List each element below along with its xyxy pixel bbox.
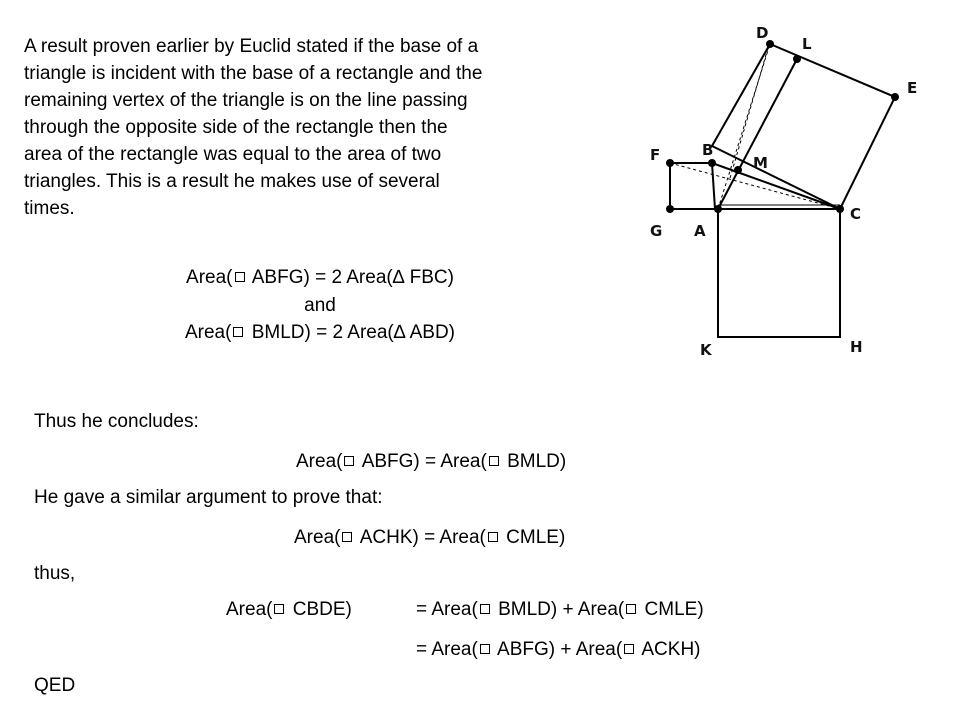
- conclusion-equation-4: = Area( ABFG) + Area( ACKH): [416, 639, 701, 660]
- intro-line: times.: [24, 198, 75, 219]
- vertex-a: [714, 205, 722, 213]
- square-symbol-icon: [344, 456, 355, 466]
- conclusion-equation-3-lhs: Area( CBDE): [226, 599, 352, 620]
- dashed-fc: [669, 162, 841, 210]
- line-bc: [711, 162, 841, 210]
- vertex-f: [666, 159, 674, 167]
- square-symbol-icon: [479, 644, 490, 654]
- vertex-c: [836, 205, 844, 213]
- square-symbol-icon: [274, 604, 285, 614]
- vertex-d: [766, 40, 774, 48]
- square-symbol-icon: [488, 456, 499, 466]
- label-f: F: [650, 146, 660, 164]
- intro-line: through the opposite side of the rectang…: [24, 117, 448, 138]
- dashed-ad: [717, 43, 771, 210]
- thus-label: thus,: [34, 563, 76, 584]
- label-a: A: [694, 222, 706, 240]
- conclusion-equation-3-rhs: = Area( BMLD) + Area( CMLE): [416, 599, 704, 620]
- label-d: D: [756, 24, 768, 42]
- intro-line: area of the rectangle was equal to the a…: [24, 144, 442, 165]
- pythagorean-diagram: D L E F B M G A C K H: [650, 24, 917, 359]
- line-am: [717, 58, 798, 210]
- label-l: L: [802, 35, 812, 53]
- label-m: M: [753, 154, 768, 172]
- conclusion-equation-2: Area( ACHK) = Area( CMLE): [294, 527, 566, 548]
- similar-argument: He gave a similar argument to prove that…: [34, 487, 383, 508]
- vertex-m: [734, 166, 742, 174]
- conclusion-equation-1: Area( ABFG) = Area( BMLD): [296, 451, 567, 472]
- intro-paragraph: A result proven earlier by Euclid stated…: [24, 33, 614, 222]
- equation-1: Area( ABFG) = 2 Area(∆ FBC): [186, 267, 454, 288]
- diagram-vertices: [666, 40, 899, 213]
- square-symbol-icon: [626, 604, 637, 614]
- label-g: G: [650, 222, 662, 240]
- square-abfg: [669, 162, 717, 210]
- square-achk: [717, 208, 841, 338]
- intro-line: A result proven earlier by Euclid stated…: [24, 36, 479, 57]
- square-symbol-icon: [234, 272, 245, 282]
- square-symbol-icon: [233, 327, 244, 337]
- vertex-l: [793, 55, 801, 63]
- square-symbol-icon: [479, 604, 490, 614]
- square-symbol-icon: [487, 532, 498, 542]
- vertex-e: [891, 93, 899, 101]
- diagram-dashed-lines: [669, 43, 841, 210]
- square-symbol-icon: [342, 532, 353, 542]
- vertex-b: [708, 159, 716, 167]
- label-c: C: [850, 205, 861, 223]
- label-b: B: [702, 141, 713, 159]
- square-cbde: [710, 42, 897, 211]
- label-k: K: [700, 341, 713, 359]
- vertex-g: [666, 205, 674, 213]
- thus-concludes: Thus he concludes:: [34, 411, 199, 432]
- label-e: E: [907, 79, 917, 97]
- dashed-md: [729, 47, 769, 179]
- square-symbol-icon: [624, 644, 635, 654]
- label-h: H: [850, 338, 863, 356]
- qed-label: QED: [34, 675, 76, 696]
- intro-line: triangle is incident with the base of a …: [24, 63, 483, 84]
- intro-line: triangles. This is a result he makes use…: [24, 171, 440, 192]
- diagram-lines: [669, 42, 897, 338]
- equation-and: and: [304, 295, 336, 316]
- equation-2: Area( BMLD) = 2 Area(∆ ABD): [184, 322, 456, 343]
- intro-line: remaining vertex of the triangle is on t…: [24, 90, 468, 111]
